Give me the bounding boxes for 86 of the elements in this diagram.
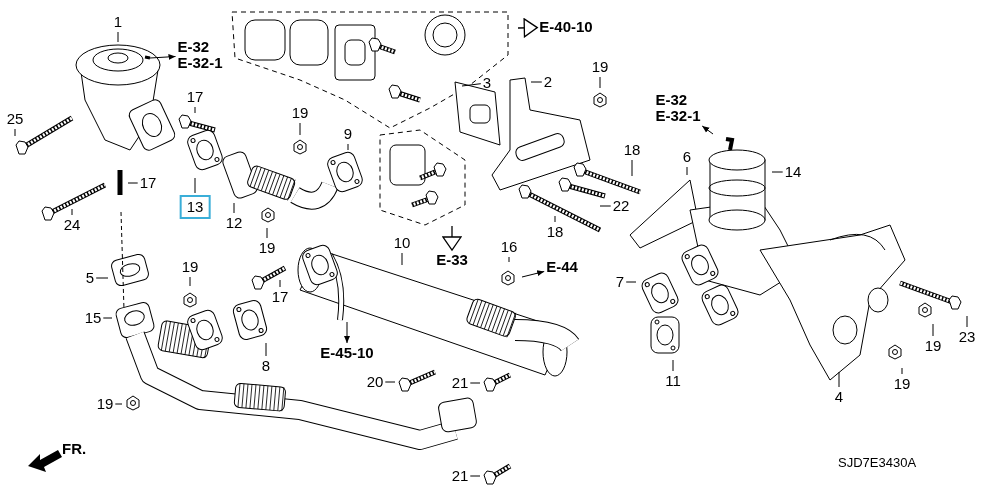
callout-number: 16 bbox=[500, 239, 518, 255]
callout-number: 12 bbox=[225, 215, 243, 231]
reference-arrow bbox=[521, 270, 545, 278]
callout-number: 19 bbox=[181, 259, 199, 275]
direction-label: FR. bbox=[62, 440, 87, 457]
leader-line bbox=[599, 205, 612, 207]
callout-number: 18 bbox=[546, 224, 564, 240]
callout-number: 23 bbox=[958, 329, 976, 345]
leader-line bbox=[508, 256, 510, 263]
reference-label: E-32 bbox=[177, 39, 211, 55]
callout-number: 22 bbox=[612, 198, 630, 214]
leader-line bbox=[901, 367, 903, 375]
drawing-code: SJD7E3430A bbox=[838, 455, 917, 470]
leader-line bbox=[625, 281, 637, 283]
leader-line bbox=[127, 182, 139, 184]
reference-arrow bbox=[442, 225, 462, 251]
callout-number: 2 bbox=[543, 74, 553, 90]
leader-line bbox=[14, 128, 16, 137]
leader-line bbox=[279, 279, 281, 288]
reference-label: E-33 bbox=[436, 252, 468, 268]
leader-line bbox=[530, 81, 543, 83]
reference-label: E-45-10 bbox=[320, 345, 374, 361]
leader-line bbox=[194, 106, 196, 114]
leader-line bbox=[117, 31, 119, 43]
leader-line bbox=[71, 208, 73, 216]
leader-line bbox=[469, 475, 481, 477]
leader-line bbox=[932, 323, 934, 337]
callout-number: 6 bbox=[682, 149, 692, 165]
callout-number: 19 bbox=[258, 240, 276, 256]
callout-number: 15 bbox=[84, 310, 102, 326]
leader-line bbox=[771, 171, 784, 173]
reference-label: E-32-1 bbox=[177, 55, 223, 71]
leader-line bbox=[299, 122, 301, 136]
leader-line bbox=[265, 342, 267, 357]
leader-line bbox=[838, 371, 840, 388]
callout-number: 19 bbox=[893, 376, 911, 392]
callout-number: 14 bbox=[784, 164, 802, 180]
callout-number: 4 bbox=[834, 389, 844, 405]
reference-arrow bbox=[149, 53, 176, 60]
leader-line bbox=[469, 382, 481, 384]
callout-number: 24 bbox=[63, 217, 81, 233]
leader-line bbox=[102, 317, 113, 319]
leader-line bbox=[95, 277, 109, 279]
callout-number: 1 bbox=[113, 14, 123, 30]
leader-line bbox=[347, 143, 349, 151]
callout-number: 17 bbox=[139, 175, 157, 191]
leader-line bbox=[966, 315, 968, 328]
reference-arrow bbox=[701, 125, 714, 135]
callout-number: 17 bbox=[271, 289, 289, 305]
callout-number: 25 bbox=[6, 111, 24, 127]
leader-line bbox=[114, 403, 123, 405]
leader-line bbox=[672, 359, 674, 372]
callout-number: 21 bbox=[451, 468, 469, 484]
reference-label: E-44 bbox=[546, 259, 578, 275]
leader-line bbox=[461, 83, 482, 87]
reference-label: E-40-10 bbox=[539, 19, 593, 35]
callout-number: 11 bbox=[665, 373, 681, 389]
callout-number: 19 bbox=[291, 105, 309, 121]
callout-number: 3 bbox=[482, 75, 492, 91]
leader-line bbox=[599, 76, 601, 89]
reference-label: E-32-1 bbox=[655, 108, 701, 124]
callout-number: 7 bbox=[615, 274, 625, 290]
callout-number: 19 bbox=[591, 59, 609, 75]
callout-number: 10 bbox=[393, 235, 411, 251]
callout-number: 5 bbox=[85, 270, 95, 286]
callout-number: 18 bbox=[623, 142, 641, 158]
callout-number: 17 bbox=[186, 89, 204, 105]
callout-number: 8 bbox=[261, 358, 271, 374]
reference-arrow bbox=[344, 321, 350, 344]
reference-label: E-32 bbox=[655, 92, 689, 108]
leader-line bbox=[384, 381, 396, 383]
leader-line bbox=[401, 252, 403, 266]
callout-number: 20 bbox=[366, 374, 384, 390]
leader-line bbox=[194, 177, 196, 194]
leader-line bbox=[686, 166, 688, 176]
callout-number: 19 bbox=[96, 396, 114, 412]
callout-number: 21 bbox=[451, 375, 469, 391]
leader-line bbox=[554, 215, 556, 223]
highlighted-callout-number: 13 bbox=[179, 195, 211, 219]
reference-arrow bbox=[517, 18, 538, 38]
leader-line bbox=[631, 159, 633, 177]
callout-number: 9 bbox=[343, 126, 353, 142]
leader-line bbox=[189, 276, 191, 287]
leader-line bbox=[266, 227, 268, 239]
leader-line bbox=[233, 202, 235, 214]
callout-number: 19 bbox=[924, 338, 942, 354]
